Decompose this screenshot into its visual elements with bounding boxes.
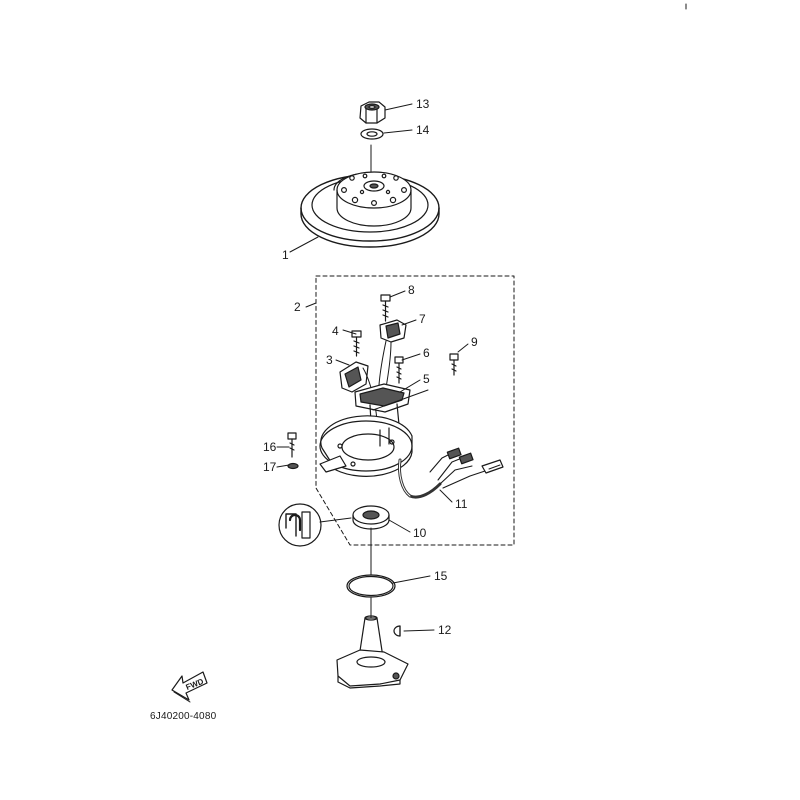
callout-7: 7 <box>419 312 426 326</box>
o-ring-part <box>346 574 396 598</box>
drawing-part-code: 6J40200-4080 <box>150 711 217 722</box>
callout-13: 13 <box>416 97 430 111</box>
callout-1: 1 <box>282 248 289 262</box>
bolt-part-16 <box>287 432 297 458</box>
callout-4: 4 <box>332 324 339 338</box>
seal-detail-inset <box>278 503 322 547</box>
base-plate-part <box>319 415 413 477</box>
nut-part <box>359 101 386 124</box>
callout-14: 14 <box>416 123 430 137</box>
callout-3: 3 <box>326 353 333 367</box>
bolt-part-9 <box>449 353 459 376</box>
pulser-coil-part <box>378 319 407 389</box>
callout-16: 16 <box>263 440 277 454</box>
washer-part-17 <box>287 462 299 470</box>
callout-17: 17 <box>263 460 277 474</box>
callout-5: 5 <box>423 372 430 386</box>
callout-2: 2 <box>294 300 301 314</box>
fwd-arrow-icon: FWD <box>171 671 208 703</box>
bolt-part-6 <box>394 356 404 384</box>
leader-lines <box>276 103 469 632</box>
washer-part <box>360 128 384 140</box>
flywheel-part <box>300 171 440 248</box>
assembly-boundary <box>315 275 515 546</box>
callout-6: 6 <box>423 346 430 360</box>
bolt-part-8 <box>380 294 391 322</box>
callout-15: 15 <box>434 569 448 583</box>
callout-9: 9 <box>471 335 478 349</box>
callout-11: 11 <box>455 497 468 511</box>
lighting-coil-part <box>339 361 378 421</box>
wire-harness-part <box>398 447 504 499</box>
callout-8: 8 <box>408 283 415 297</box>
oil-seal-part <box>319 505 390 530</box>
callout-12: 12 <box>438 623 452 637</box>
crankshaft-part <box>336 615 409 689</box>
woodruff-key-part <box>393 625 401 637</box>
fwd-arrow-label: FWD <box>185 677 205 692</box>
callout-10: 10 <box>413 526 427 540</box>
bolt-part-4 <box>351 330 362 357</box>
